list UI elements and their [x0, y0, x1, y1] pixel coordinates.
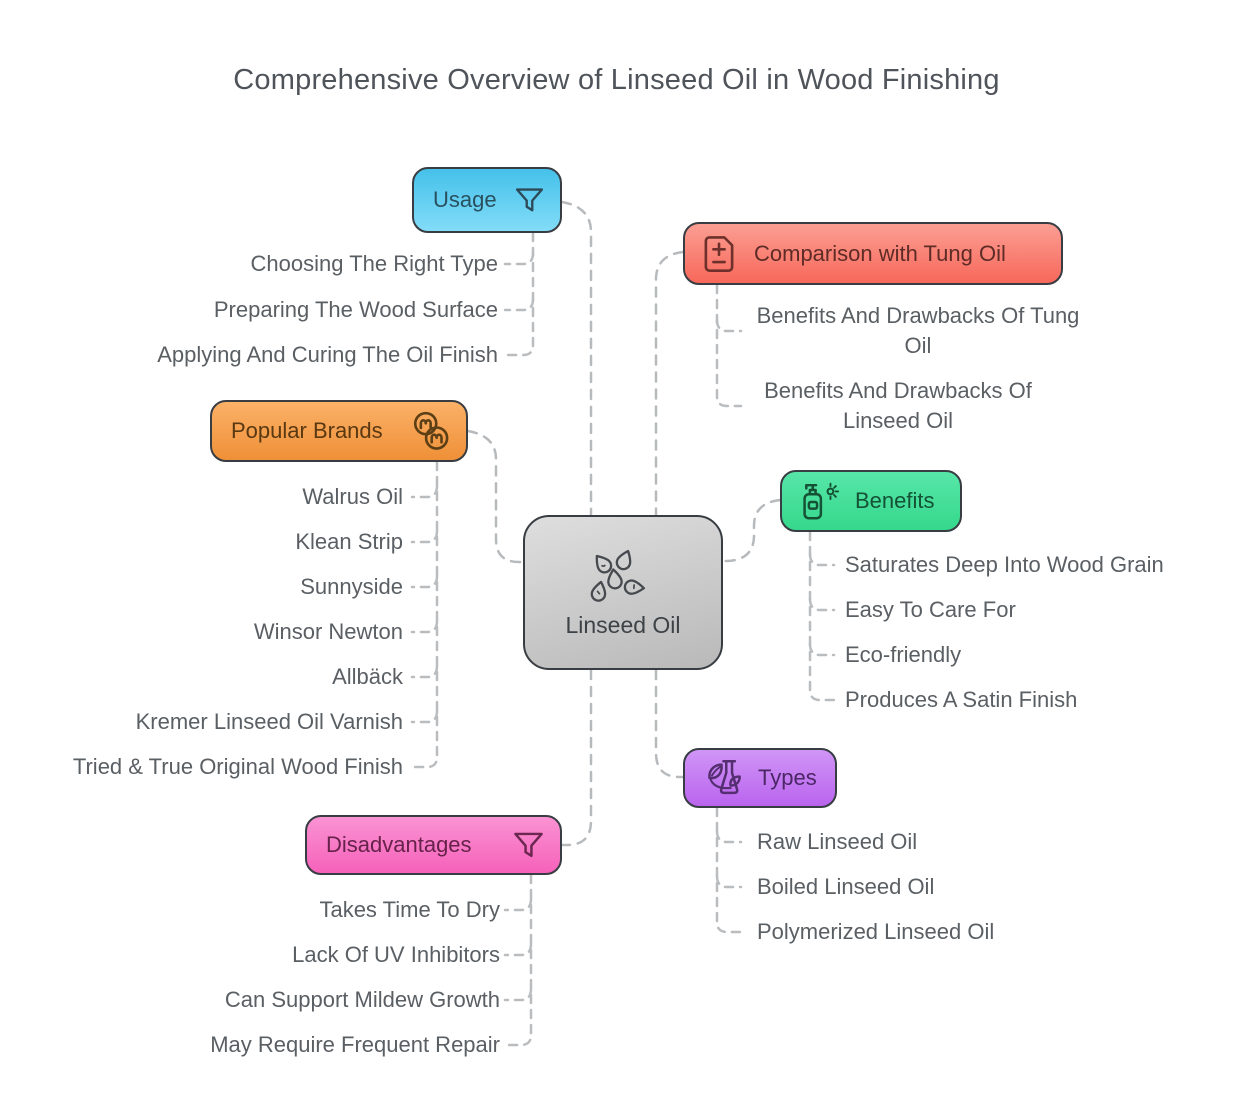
branch-disadvantages-label: Disadvantages: [326, 832, 472, 857]
leaf-disadvantages-1: Lack Of UV Inhibitors: [292, 942, 500, 967]
branch-types: Types: [683, 748, 837, 808]
main-trunk-connectors: [466, 200, 782, 847]
branch-benefits-label: Benefits: [855, 488, 935, 513]
leaf-brands-4: Allbäck: [332, 664, 403, 689]
flax-seeds-icon: [590, 549, 646, 602]
leaf-benefits-3: Produces A Satin Finish: [845, 687, 1078, 712]
funnel-icon: [514, 832, 543, 857]
leaf-usage-2: Applying And Curing The Oil Finish: [157, 342, 498, 367]
branch-comparison-label: Comparison with Tung Oil: [754, 240, 1006, 266]
leaf-brands-6: Tried & True Original Wood Finish: [72, 754, 403, 779]
branch-benefits: Benefits: [780, 470, 962, 532]
leaf-usage-0: Choosing The Right Type: [250, 251, 498, 276]
leaf-disadvantages-0: Takes Time To Dry: [319, 897, 500, 922]
flask-leaves-icon: [708, 759, 741, 795]
branch-popular-brands-label: Popular Brands: [231, 418, 383, 443]
leaf-brands-1: Klean Strip: [295, 529, 403, 554]
leaf-brands-3: Winsor Newton: [253, 619, 403, 644]
leaf-types-1: Boiled Linseed Oil: [757, 874, 935, 899]
soap-bottle-sparkle-icon: [803, 482, 840, 520]
leaf-brands-0: Walrus Oil: [302, 484, 403, 509]
leaf-types-2: Polymerized Linseed Oil: [757, 919, 995, 944]
branch-comparison: Comparison with Tung Oil: [683, 222, 1063, 285]
branch-popular-brands: Popular Brands: [210, 400, 468, 462]
leaf-brands-2: Sunnyside: [300, 574, 403, 599]
branch-types-label: Types: [758, 765, 817, 790]
center-node-linseed-oil: Linseed Oil: [523, 515, 723, 670]
leaf-disadvantages-2: Can Support Mildew Growth: [224, 987, 500, 1012]
center-node-label: Linseed Oil: [565, 612, 681, 638]
leaf-comparison-1: Benefits And Drawbacks Of Linseed Oil: [764, 378, 1032, 433]
leaf-benefits-2: Eco-friendly: [845, 642, 962, 667]
coins-icon: [413, 411, 449, 450]
leaf-usage-1: Preparing The Wood Surface: [213, 297, 498, 322]
branch-usage: Usage: [412, 167, 562, 233]
leaf-benefits-0: Saturates Deep Into Wood Grain: [845, 552, 1164, 577]
leaf-benefits-1: Easy To Care For: [845, 597, 1016, 622]
branch-usage-label: Usage: [433, 187, 497, 212]
leaf-brands-5: Kremer Linseed Oil Varnish: [135, 709, 403, 734]
child-connectors: [410, 231, 836, 1047]
funnel-icon: [515, 187, 544, 211]
branch-disadvantages: Disadvantages: [305, 815, 562, 875]
leaf-disadvantages-3: May Require Frequent Repair: [210, 1032, 500, 1057]
leaf-types-0: Raw Linseed Oil: [757, 829, 918, 854]
leaf-comparison-0: Benefits And Drawbacks Of Tung Oil: [756, 303, 1080, 358]
diagram-title: Comprehensive Overview of Linseed Oil in…: [233, 64, 1000, 96]
file-diff-icon: [704, 235, 734, 272]
